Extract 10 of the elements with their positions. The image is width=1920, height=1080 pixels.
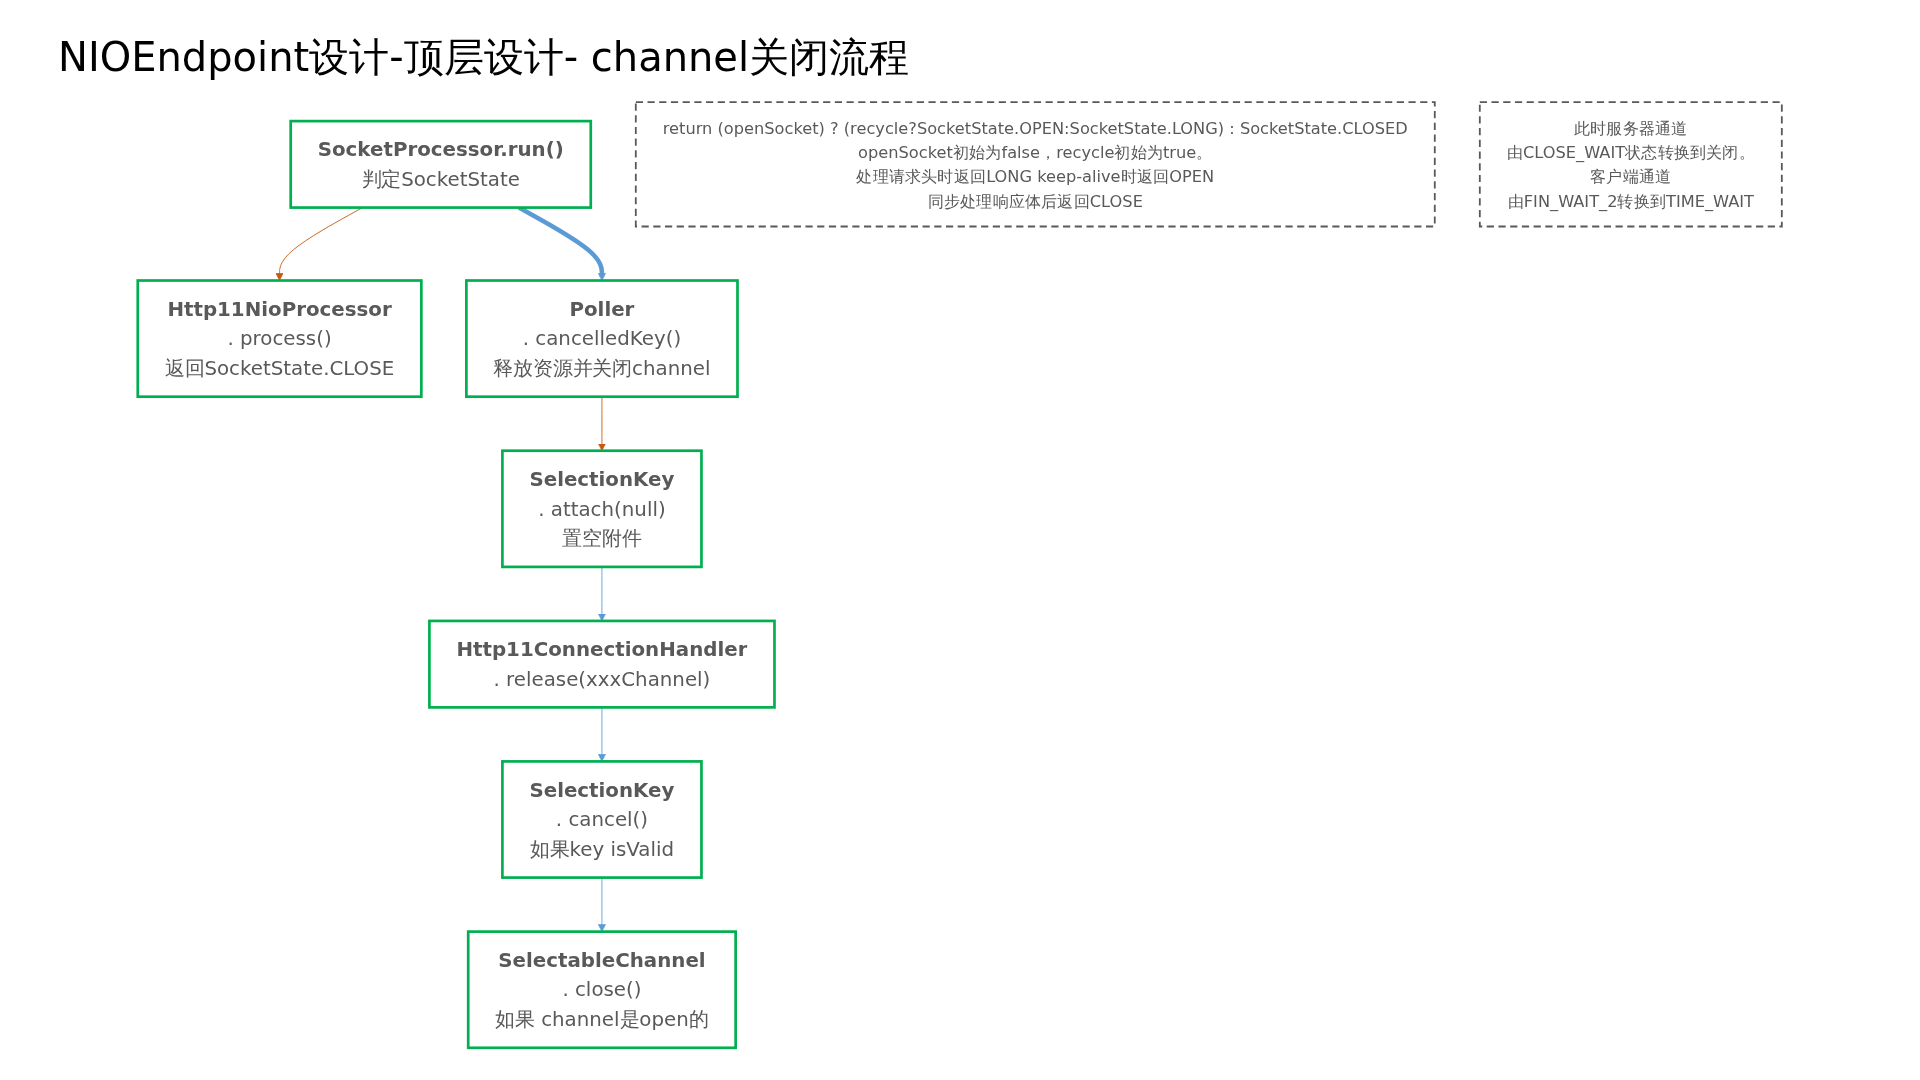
node-box: Http11ConnectionHandler . release(xxxChannel) bbox=[428, 619, 776, 709]
node-box: SelectionKey . cancel() 如果key isValid bbox=[501, 760, 703, 879]
node-box: return (openSocket) ? (recycle?SocketState.OPEN:SocketState.LONG) : SocketState.CLOSED openSocket初始为false，recycle初始为true。 处理请求头时返回LONG keep-alive时返回OPEN 同步处理响应体后返回CLOSE bbox=[635, 101, 1436, 228]
node-box: SelectionKey . attach(null) 置空附件 bbox=[501, 449, 703, 569]
node-box: Http11NioProcessor . process() 返回SocketState.CLOSE bbox=[136, 279, 423, 399]
node-box: 此时服务器通道 由CLOSE_WAIT状态转换到关闭。 客户端通道 由FIN_WAIT_2转换到TIME_WAIT bbox=[1479, 101, 1783, 228]
node-box: SelectableChannel . close() 如果 channel是open的 bbox=[467, 930, 738, 1050]
node-box: Poller . cancelledKey() 释放资源并关闭channel bbox=[465, 279, 740, 399]
diagram-title: NIOEndpoint设计-顶层设计- channel关闭流程 bbox=[58, 33, 911, 82]
node-box: SocketProcessor.run() 判定SocketState bbox=[289, 119, 593, 209]
